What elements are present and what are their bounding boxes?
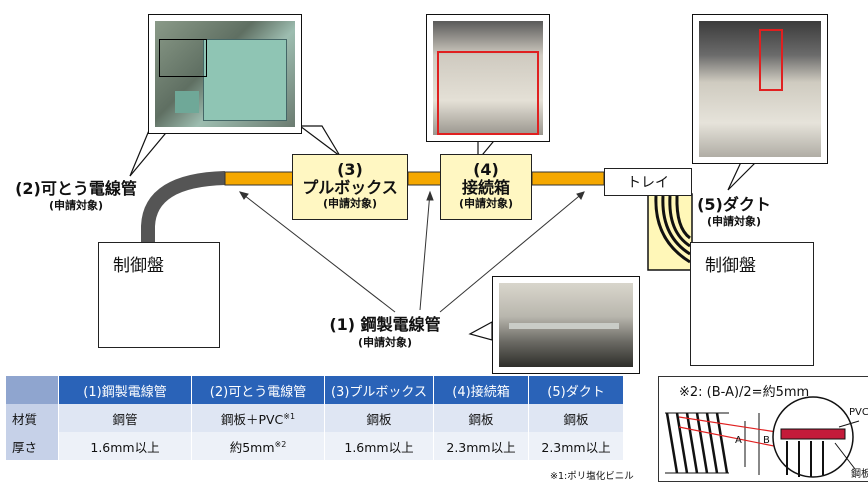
footnote-marker: ※2	[274, 439, 287, 449]
pullbox-name: プルボックス	[302, 178, 398, 198]
spec-header-junction: (4)接続箱	[433, 376, 529, 404]
spec-cell: 1.6mm以上	[58, 432, 192, 460]
pullbox-label-box: (3) プルボックス (申請対象)	[292, 154, 408, 220]
spec-row-material-label: 材質	[6, 404, 59, 432]
flex-conduit-tag: (申請対象)	[48, 198, 104, 212]
spec-cell-flex-thickness: 約5mm※2	[191, 432, 325, 460]
control-panel-left-label: 制御盤	[113, 256, 164, 276]
pointer-arrows	[238, 190, 585, 313]
spec-cell: 鋼板	[433, 404, 529, 432]
photo-steel-conduit	[499, 283, 633, 367]
junction-number: (4)	[473, 160, 499, 179]
duct-cables	[654, 195, 691, 264]
steel-conduit-label: (1) 鋼製電線管 (申請対象)	[300, 316, 470, 349]
inset-label-pvc: PVC	[849, 407, 868, 418]
junction-tag: (申請対象)	[458, 196, 514, 210]
spec-cell-text: 鋼板＋PVC	[220, 411, 284, 427]
spec-cell: 鋼管	[58, 404, 192, 432]
control-panel-right: 制御盤	[690, 242, 814, 366]
spec-header-corner	[6, 376, 59, 404]
spec-cell: 2.3mm以上	[528, 432, 624, 460]
pullbox-tag: (申請対象)	[322, 196, 378, 210]
photo-callout-duct	[692, 14, 828, 164]
spec-cell: 2.3mm以上	[433, 432, 529, 460]
photo-duct	[699, 21, 821, 157]
photo-callout-steel-conduit	[492, 276, 640, 374]
steel-conduit-2	[407, 171, 443, 186]
photo-callout-flex-conduit	[148, 14, 302, 134]
table-footnote: ※1:ポリ塩化ビニル	[550, 471, 634, 482]
spec-cell: 鋼板	[324, 404, 434, 432]
control-panel-left: 制御盤	[98, 242, 220, 348]
flexible-conduit	[141, 171, 226, 246]
tray-label: トレイ	[627, 175, 669, 191]
duct-name: (5)ダクト	[697, 195, 771, 214]
steel-conduit-name: (1) 鋼製電線管	[329, 315, 441, 334]
spec-cell-text: 約5mm	[229, 439, 275, 455]
spec-header-flex: (2)可とう電線管	[191, 376, 325, 404]
inset-label-steel: 鋼板	[851, 469, 868, 480]
footnote-marker: ※1	[283, 411, 296, 421]
flex-conduit-label: (2)可とう電線管 (申請対象)	[2, 180, 150, 212]
cross-section-inset: ※2: (B-A)/2=約5mm A B PVC 鋼板	[658, 376, 868, 482]
spec-row-thickness-label: 厚さ	[6, 432, 59, 460]
photo-junction-box	[433, 21, 543, 135]
spec-cell-flex-material: 鋼板＋PVC※1	[191, 404, 325, 432]
spec-table-header-row: (1)鋼製電線管 (2)可とう電線管 (3)プルボックス (4)接続箱 (5)ダ…	[6, 376, 624, 404]
cross-section-drawing	[665, 396, 860, 478]
spec-cell: 鋼板	[528, 404, 624, 432]
spec-table-row-material: 材質 鋼管 鋼板＋PVC※1 鋼板 鋼板 鋼板	[6, 404, 624, 432]
spec-header-steel: (1)鋼製電線管	[58, 376, 192, 404]
spec-table-row-thickness: 厚さ 1.6mm以上 約5mm※2 1.6mm以上 2.3mm以上 2.3mm以…	[6, 432, 624, 460]
spec-header-duct: (5)ダクト	[528, 376, 624, 404]
inset-label-b: B	[763, 435, 770, 446]
duct-tag: (申請対象)	[706, 214, 762, 228]
inset-label-a: A	[735, 435, 742, 446]
duct-label: (5)ダクト (申請対象)	[694, 196, 774, 228]
photo-callout-junction-box	[426, 14, 550, 142]
photo-control-box	[155, 21, 295, 127]
steel-conduit-1	[224, 171, 294, 186]
flex-conduit-name: (2)可とう電線管	[15, 179, 137, 198]
inset-formula: ※2: (B-A)/2=約5mm	[679, 385, 810, 400]
junction-label-box: (4) 接続箱 (申請対象)	[440, 154, 532, 220]
tray-box: トレイ	[604, 168, 692, 196]
spec-header-pullbox: (3)プルボックス	[324, 376, 434, 404]
spec-cell: 1.6mm以上	[324, 432, 434, 460]
control-panel-right-label: 制御盤	[705, 256, 756, 276]
junction-name: 接続箱	[461, 178, 510, 198]
steel-conduit-3	[531, 171, 605, 186]
steel-conduit-tag: (申請対象)	[357, 335, 413, 349]
spec-table: (1)鋼製電線管 (2)可とう電線管 (3)プルボックス (4)接続箱 (5)ダ…	[6, 376, 624, 460]
pullbox-number: (3)	[337, 160, 363, 179]
